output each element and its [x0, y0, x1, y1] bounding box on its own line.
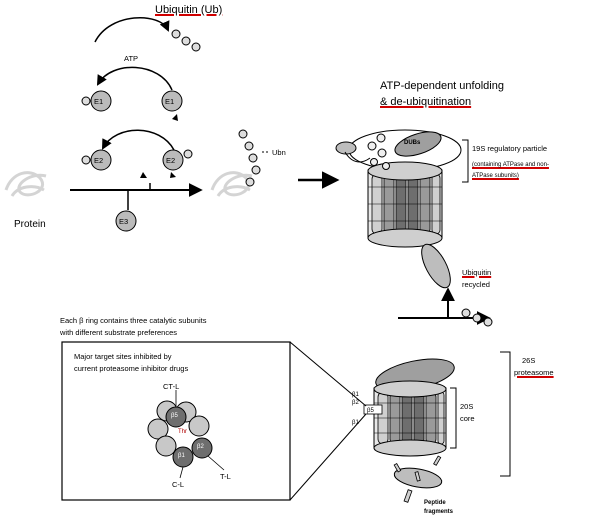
e3-label: E3 [119, 217, 129, 226]
ubiquitin-chain-middle [238, 129, 261, 187]
protein-squiggle-middle [210, 171, 253, 197]
atp-unfolding-line1: ATP-dependent unfolding [380, 80, 504, 92]
e1-arrowhead [172, 114, 178, 121]
protein-squiggle-left [4, 171, 47, 197]
beta1-label: β1 [178, 453, 185, 459]
regulatory-bracket [462, 139, 469, 183]
ct-l-label: CT-L [163, 382, 180, 391]
e1-left-label: E1 [94, 97, 104, 106]
e3-enzyme [115, 210, 137, 232]
ubiquitin-recycled-line1: Ubiquitin [462, 268, 492, 277]
ubiquitin-title: Ubiquitin (Ub) [155, 4, 223, 16]
ub-dot-e2-right [183, 149, 193, 159]
ub-dot-e2-left [81, 155, 91, 165]
cl-pointer [179, 466, 184, 479]
e1-enzyme-right [161, 90, 183, 112]
e2-arc-arrow [101, 129, 175, 151]
core-bracket [450, 387, 457, 449]
beta5-label: β5 [171, 413, 178, 419]
regulatory-particle-label: 19S regulatory particle [472, 144, 548, 153]
peptide-fragments [393, 455, 442, 503]
ub-dot-e1-left [81, 96, 91, 106]
core-line1: 20S [460, 402, 474, 411]
ubiquitin-chain [171, 29, 201, 52]
proteasome-lower [363, 358, 455, 489]
e3-hook [127, 183, 151, 210]
proteasome-line1: 26S [522, 356, 536, 365]
beta-tag-3: β5 [367, 408, 374, 414]
core-line2: core [460, 414, 475, 423]
e2-arrowhead-b [170, 172, 176, 178]
target-sites-line1: Major target sites inhibited by [74, 352, 172, 361]
atp-unfolding-line2: & de-ubiquitination [380, 96, 472, 108]
atp-arc-arrow [96, 66, 173, 91]
dubs-label: DUBs [404, 140, 421, 146]
proteasome-line2: proteasome [514, 368, 554, 377]
beta-tag-4: β1 [352, 420, 359, 426]
beta2-label: β2 [197, 444, 204, 450]
proteasome-upper [335, 129, 462, 289]
target-sites-line2: current proteasome inhibitor drugs [74, 364, 189, 373]
atp-label: ATP [124, 54, 139, 63]
regulatory-note-line2: ATPase subunits) [472, 173, 519, 179]
regulatory-note-line1: (containing ATPase and non- [472, 162, 549, 168]
beta-tag-1: β1 [352, 392, 359, 398]
e2-left-label: E2 [94, 156, 104, 165]
ub-curve-arrow [94, 16, 170, 43]
e1-enzyme-left [90, 90, 112, 112]
zoom-line-bottom [289, 413, 367, 501]
e2-arrowhead-a [140, 172, 147, 178]
recycled-arrow [398, 287, 455, 319]
peptide-line1: Peptide [424, 500, 446, 506]
recycled-ubiquitin [461, 308, 493, 327]
beta-ring-line2: with different substrate preferences [60, 328, 178, 337]
e1-right-label: E1 [165, 97, 175, 106]
tl-pointer [207, 455, 225, 471]
beta-tag-2: β2 [352, 400, 359, 406]
ubn-label: Ubn [272, 148, 286, 157]
peptide-line2: fragments [424, 509, 454, 515]
thr-label: Thr [178, 429, 187, 435]
beta-ring [147, 400, 213, 468]
e2-enzyme-right [162, 149, 184, 171]
proteasome-bracket [500, 351, 511, 477]
e2-enzyme-left [90, 149, 112, 171]
protein-label: Protein [14, 219, 46, 230]
t-l-label: T-L [220, 472, 231, 481]
c-l-label: C-L [172, 480, 185, 489]
e2-right-label: E2 [166, 156, 176, 165]
ubiquitin-recycled-line2: recycled [462, 280, 490, 289]
beta-ring-line1: Each β ring contains three catalytic sub… [60, 316, 207, 325]
zoom-line-top [289, 341, 367, 407]
